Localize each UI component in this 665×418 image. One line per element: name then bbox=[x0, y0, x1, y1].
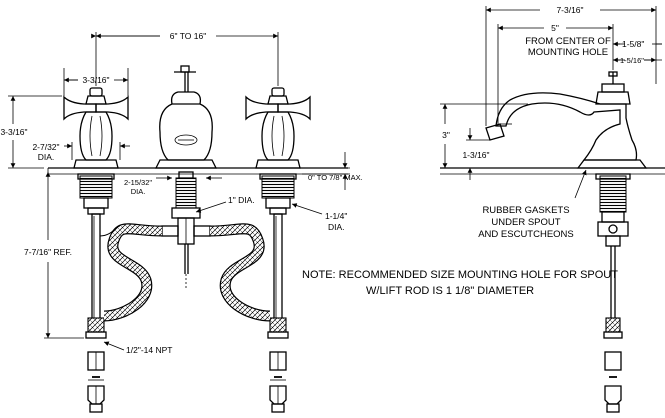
label-from-center-2: MOUNTING HOLE bbox=[528, 47, 608, 58]
label-deck-hole-unit: DIA. bbox=[38, 152, 55, 162]
flex-hoses bbox=[99, 223, 271, 322]
dim-reference bbox=[44, 168, 84, 339]
label-gasket-1: RUBBER GASKETS bbox=[482, 205, 569, 216]
label-gasket-2: UNDER SPOUT bbox=[491, 217, 560, 228]
label-spout-height: 3" bbox=[442, 130, 450, 140]
label-spacing: 6" TO 16" bbox=[170, 31, 206, 41]
dim-deck-hole bbox=[64, 142, 130, 160]
label-1-5-8: 1-5/8" bbox=[622, 39, 644, 49]
side-handle-top bbox=[601, 83, 625, 93]
right-valve-body bbox=[259, 173, 297, 413]
label-spout-reach: 5" bbox=[551, 23, 559, 33]
label-from-center-1: FROM CENTER OF bbox=[525, 36, 611, 47]
leader-gasket bbox=[574, 169, 587, 199]
label-reference-length: 7-7/16" REF. bbox=[24, 247, 72, 257]
dim-outlet-height bbox=[466, 128, 490, 180]
label-gasket-3: AND ESCUTCHEONS bbox=[478, 229, 574, 240]
dim-spacing bbox=[91, 32, 279, 86]
label-deck-hole-dia: 2-7/32" bbox=[32, 142, 59, 152]
dim-spout-height bbox=[440, 103, 528, 168]
side-view: 7-3/16" 5" FROM CENTER OF MOUNTING HOLE … bbox=[440, 5, 665, 413]
dim-handle-height bbox=[8, 95, 62, 169]
label-1-5-16: 1-5/16" bbox=[620, 56, 644, 65]
side-handle-hub bbox=[595, 91, 631, 105]
side-spout-body bbox=[495, 92, 638, 161]
left-valve-body bbox=[77, 173, 115, 413]
leader-npt bbox=[103, 341, 125, 351]
dim-deck-thickness bbox=[302, 152, 350, 190]
label-nut-unit: DIA. bbox=[328, 222, 345, 232]
side-escutcheon bbox=[576, 159, 648, 169]
spout-shank bbox=[161, 177, 211, 290]
note-line-1: NOTE: RECOMMENDED SIZE MOUNTING HOLE FOR… bbox=[302, 269, 618, 281]
label-handle-width: 3-3/16" bbox=[82, 75, 109, 85]
side-shank bbox=[599, 175, 627, 213]
dim-spout-overall bbox=[485, 6, 657, 126]
label-handle-height: 3-3/16" bbox=[0, 127, 27, 137]
left-handle bbox=[63, 87, 129, 169]
front-view: 6" TO 16" 3-3/16" 3-3/16" 2-7/32" DIA. bbox=[0, 31, 363, 413]
leader-nut bbox=[291, 203, 323, 215]
side-aerator bbox=[485, 123, 505, 141]
label-shank-unit: DIA. bbox=[131, 187, 146, 196]
label-spout-overall: 7-3/16" bbox=[556, 5, 583, 15]
leader-one-dia bbox=[195, 201, 227, 213]
note-line-2: W/LIFT ROD IS 1 1/8" DIAMETER bbox=[366, 285, 534, 297]
label-outlet-height: 1-3/16" bbox=[462, 150, 489, 160]
dim-handle-width bbox=[63, 68, 129, 96]
label-shank-dia: 2-15/32" bbox=[124, 178, 152, 187]
label-npt: 1/2"-14 NPT bbox=[126, 345, 172, 355]
center-spout bbox=[154, 65, 218, 179]
right-handle bbox=[245, 87, 311, 169]
label-deck-thickness: 0" TO 7/8" MAX. bbox=[308, 173, 363, 182]
label-one-dia: 1" DIA. bbox=[228, 195, 255, 205]
label-nut-dia: 1-1/4" bbox=[325, 211, 347, 221]
